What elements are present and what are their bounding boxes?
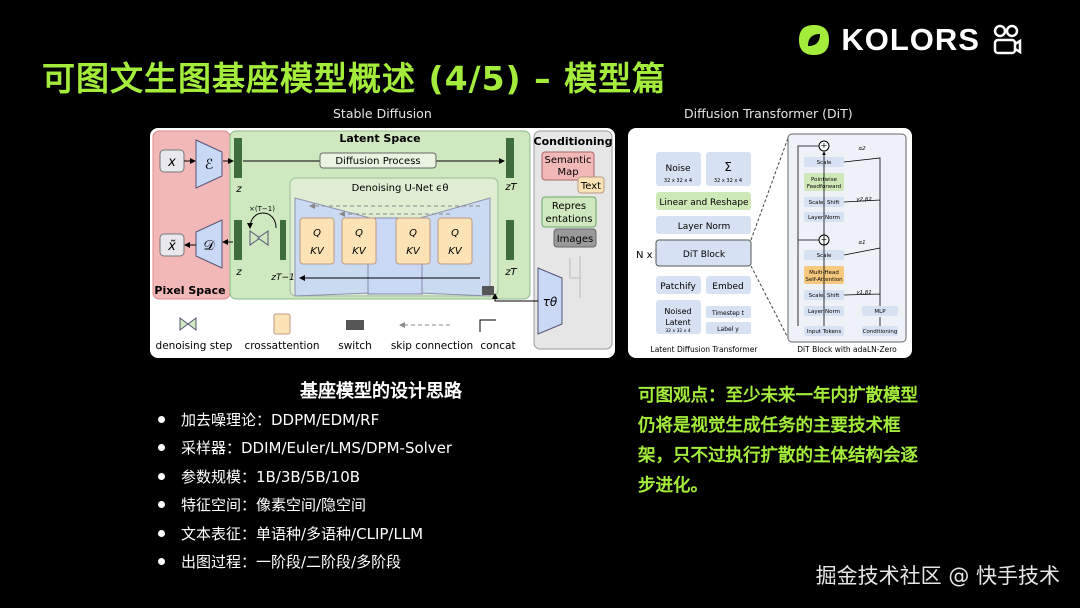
embed-label: Embed	[712, 282, 743, 292]
times-label: ×(T−1)	[249, 205, 275, 213]
zT1-label: zT−1	[270, 273, 295, 283]
timestep-label: Timestep t	[711, 310, 745, 317]
encoder-label: ℰ	[205, 157, 213, 173]
svg-text:Input Tokens: Input Tokens	[807, 329, 842, 335]
svg-text:32 x 32 x 4: 32 x 32 x 4	[665, 328, 691, 334]
images-label: Images	[557, 234, 594, 245]
svg-text:Q: Q	[355, 228, 363, 239]
list-item: 采样器：DDIM/Euler/LMS/DPM-Solver	[158, 434, 452, 463]
svg-text:Scale, Shift: Scale, Shift	[809, 200, 841, 206]
list-item: 出图过程：一阶段/二阶段/多阶段	[158, 548, 452, 577]
svg-text:α2: α2	[858, 146, 866, 152]
list-item: 加去噪理论：DDPM/EDM/RF	[158, 405, 452, 434]
representations-label: Repres	[552, 201, 586, 212]
bullet-dot-icon	[158, 529, 165, 537]
decoder-label: 𝒟	[203, 238, 215, 254]
bullet-dot-icon	[158, 472, 165, 480]
design-heading: 基座模型的设计思路	[300, 381, 462, 402]
legend-concat: concat	[480, 340, 515, 352]
svg-text:γ1,β1: γ1,β1	[856, 290, 872, 296]
dit-diagram: Noise 32 x 32 x 4 Σ 32 x 32 x 4 Linear a…	[628, 128, 912, 358]
stable-diffusion-diagram: x ℰ x̃ 𝒟 Pixel Space Latent Space z z Di…	[150, 128, 615, 358]
svg-text:32 x 32 x 4: 32 x 32 x 4	[664, 178, 692, 184]
semantic-map-label: Semantic	[545, 155, 592, 166]
linear-reshape-label: Linear and Reshape	[659, 198, 749, 208]
sd-caption: Stable Diffusion	[333, 106, 432, 121]
label-y-label: Label y	[717, 326, 739, 333]
svg-text:α1: α1	[858, 240, 865, 246]
svg-text:entations: entations	[546, 214, 593, 225]
svg-text:32 x 32 x 4: 32 x 32 x 4	[714, 178, 742, 184]
zT-label-top: zT	[504, 182, 517, 193]
kuaishou-icon	[993, 24, 1022, 55]
svg-text:Conditioning: Conditioning	[863, 329, 898, 335]
design-bullets: 加去噪理论：DDPM/EDM/RF 采样器：DDIM/Euler/LMS/DPM…	[158, 405, 452, 576]
svg-text:γ2,β2: γ2,β2	[856, 197, 872, 203]
svg-text:+: +	[821, 141, 828, 150]
diffusion-process-label: Diffusion Process	[335, 156, 420, 167]
pixel-space-label: Pixel Space	[154, 284, 225, 297]
z-label-bottom: z	[235, 267, 242, 278]
svg-text:Map: Map	[557, 167, 578, 178]
legend-crossattention: crossattention	[244, 340, 319, 352]
patchify-label: Patchify	[660, 282, 696, 292]
x-label: x	[167, 155, 176, 170]
svg-text:KV: KV	[448, 246, 463, 257]
list-item: 文本表征：单语种/多语种/CLIP/LLM	[158, 519, 452, 548]
sigma-label: Σ	[724, 160, 732, 174]
svg-text:Q: Q	[451, 228, 459, 239]
latent-space-label: Latent Space	[339, 132, 420, 145]
svg-text:KV: KV	[406, 246, 421, 257]
kolors-logo: KOLORS	[797, 22, 1022, 58]
tau-label: τθ	[543, 295, 558, 309]
layer-norm-label: Layer Norm	[678, 222, 731, 232]
svg-text:Q: Q	[313, 228, 321, 239]
watermark: 掘金技术社区 @ 快手技术	[815, 564, 1060, 588]
dit-block-label: DiT Block	[683, 250, 726, 260]
logo-text: KOLORS	[841, 22, 980, 57]
svg-text:Noised: Noised	[664, 307, 691, 316]
svg-text:KV: KV	[310, 246, 325, 257]
legend-switch: switch	[338, 340, 372, 352]
unet-label: Denoising U-Net ϵθ	[352, 183, 449, 194]
svg-text:KV: KV	[352, 246, 367, 257]
dit-block-adaln-caption: DiT Block with adaLN-Zero	[797, 345, 897, 354]
svg-text:MLP: MLP	[874, 309, 886, 315]
svg-text:Scale, Shift: Scale, Shift	[809, 293, 841, 299]
bullet-dot-icon	[158, 415, 165, 423]
legend-denoising-step: denoising step	[156, 340, 233, 352]
list-item: 特征空间：像素空间/隐空间	[158, 491, 452, 520]
svg-text:Latent: Latent	[665, 318, 691, 327]
text-label: Text	[580, 181, 601, 192]
bullet-dot-icon	[158, 444, 165, 452]
qkv-block: Q KV Q KV Q KV Q KV	[299, 217, 473, 265]
nx-label: N x	[636, 250, 653, 261]
bullet-dot-icon	[158, 558, 165, 566]
svg-text:Q: Q	[409, 228, 417, 239]
kolors-viewpoint: 可图观点：至少未来一年内扩散模型仍将是视觉生成任务的主要技术框架，只不过执行扩散…	[638, 386, 918, 496]
conditioning-label: Conditioning	[534, 135, 613, 148]
zT-label-bottom: zT	[504, 267, 517, 278]
noise-label: Noise	[666, 164, 691, 174]
latent-diffusion-transformer-caption: Latent Diffusion Transformer	[651, 345, 759, 354]
x-tilde-label: x̃	[167, 239, 176, 254]
dit-caption: Diffusion Transformer (DiT)	[684, 106, 853, 121]
kolors-leaf-icon	[799, 25, 830, 55]
legend-skip-connection: skip connection	[391, 340, 473, 352]
bullet-dot-icon	[158, 501, 165, 509]
page-title: 可图文生图基座模型概述 (4/5) – 模型篇	[42, 59, 667, 98]
z-label-top: z	[235, 184, 242, 195]
list-item: 参数规模：1B/3B/5B/10B	[158, 462, 452, 491]
